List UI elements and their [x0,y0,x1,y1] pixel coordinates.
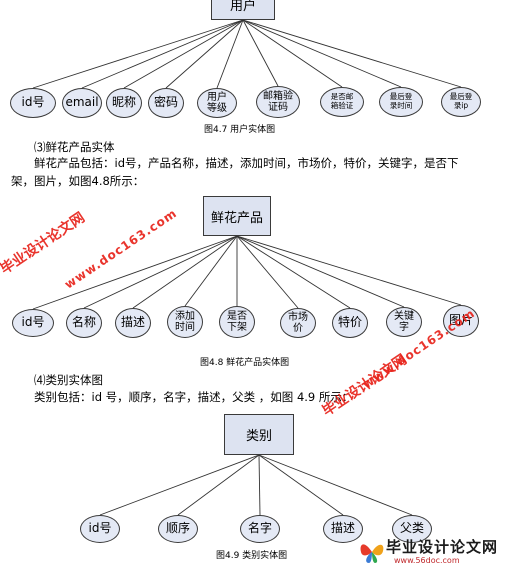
logo-url: www.56doc.com [394,556,460,565]
attr-product-add-time: 添加 时间 [167,306,203,338]
attr-product-offline: 是否 下架 [219,306,255,338]
attr-product-market-price: 市场 价 [280,308,316,338]
logo-title: 毕业设计论文网 [386,538,499,556]
caption-figure-4-8: 图4.8 鲜花产品实体图 [200,358,290,368]
caption-figure-4-9: 图4.9 类别实体图 [216,551,288,561]
attr-product-image: 图片 [443,305,479,337]
attr-category-parent: 父类 [392,515,432,543]
attr-user-level: 用户 等级 [197,88,237,118]
attr-user-email: email [62,88,102,118]
site-logo: 毕业设计论文网 www.56doc.com [358,534,516,568]
attr-category-name: 名字 [240,515,280,543]
attr-product-id: id号 [12,309,54,337]
attr-user-nickname: 昵称 [106,88,142,118]
section-3-heading: ⑶鲜花产品实体 [34,140,115,154]
attr-product-special-price: 特价 [332,308,368,338]
attr-category-id: id号 [80,515,120,543]
section-3-line-1: 鲜花产品包括：id号，产品名称，描述，添加时间，市场价，特价，关键字，是否下 [34,156,459,170]
attr-user-last-login-ip: 最后登 录ip [441,87,481,117]
entity-category-root: 类别 [224,414,294,455]
butterfly-logo-icon [360,544,384,563]
section-4-line-1: 类别包括：id 号，顺序，名字，描述，父类 ，如图 4.9 所示： [34,390,354,404]
section-3-line-2: 架，图片，如图4.8所示： [11,174,145,188]
attr-user-last-login-time: 最后登 录时间 [379,87,423,117]
attr-product-description: 描述 [115,308,151,338]
attr-user-password: 密码 [148,88,184,118]
attr-user-email-verified: 是否邮 箱验证 [320,87,364,117]
attr-user-id: id号 [10,88,56,118]
attr-category-description: 描述 [323,515,363,543]
entity-user-root: 用户 [211,0,275,20]
entity-flower-product-root: 鲜花产品 [203,196,271,236]
section-4-heading: ⑷类别实体图 [34,373,103,387]
attr-user-email-code: 邮箱验 证码 [256,86,300,118]
attr-product-keyword: 关键 字 [386,307,422,337]
caption-figure-4-7: 图4.7 用户实体图 [204,125,276,135]
attr-category-order: 顺序 [158,515,198,543]
attr-product-name: 名称 [66,308,102,338]
